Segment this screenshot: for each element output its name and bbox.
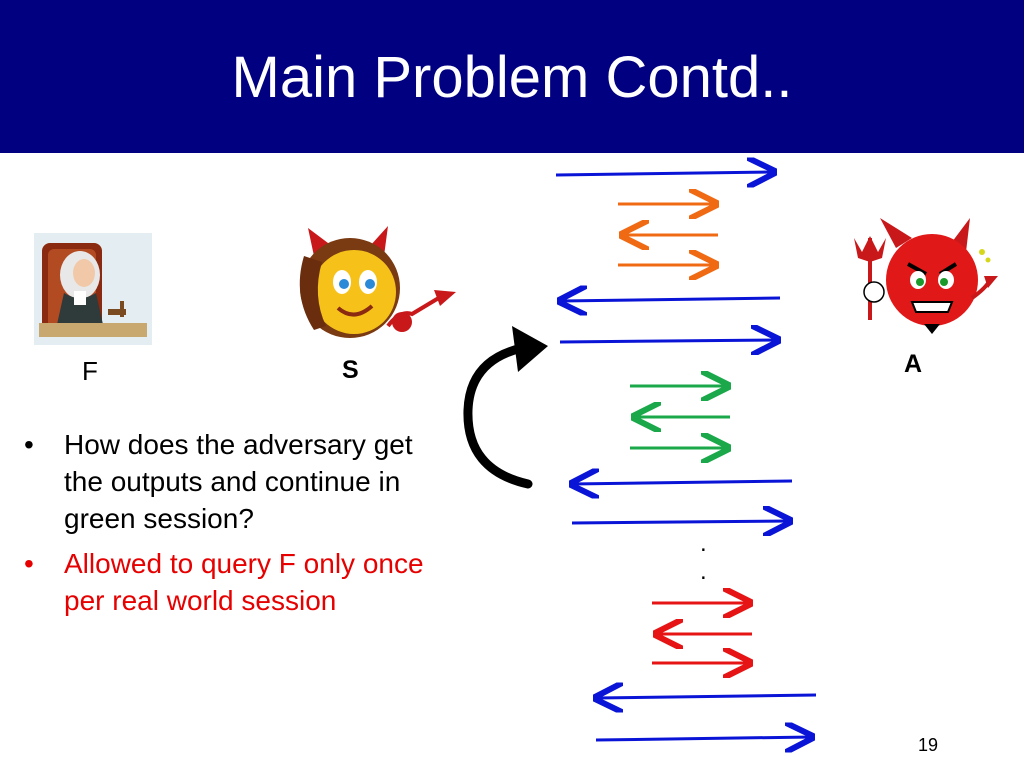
ellipsis-dot: . xyxy=(700,558,707,585)
bullet-dot: • xyxy=(24,548,34,579)
ellipsis-dot: . xyxy=(700,530,707,557)
adversary-devil-icon xyxy=(854,218,998,334)
bullet-item: • How does the adversary get the outputs… xyxy=(18,426,438,537)
bullet-text: Allowed to query F only once per real wo… xyxy=(64,548,424,616)
judge-icon xyxy=(34,233,152,345)
slide-title: Main Problem Contd.. xyxy=(231,45,793,110)
blue-arrow-6 xyxy=(596,695,817,698)
blue-arrow-3 xyxy=(559,340,778,342)
bullet-text: How does the adversary get the outputs a… xyxy=(64,429,413,534)
bullet-list: • How does the adversary get the outputs… xyxy=(18,426,438,627)
ellipsis: . . xyxy=(700,530,707,586)
bullet-dot: • xyxy=(24,429,34,460)
blue-arrow-4 xyxy=(572,481,793,484)
page-number: 19 xyxy=(917,735,938,755)
rewind-arrow-icon xyxy=(463,326,548,489)
label-a: A xyxy=(904,350,923,378)
label-s: S xyxy=(342,356,359,384)
simulator-devil-icon xyxy=(299,226,456,338)
blue-arrow-1 xyxy=(555,172,774,175)
blue-arrow-7 xyxy=(595,737,812,740)
blue-arrow-2 xyxy=(560,298,781,301)
bullet-item: • Allowed to query F only once per real … xyxy=(18,545,438,619)
title-bar xyxy=(0,0,1024,153)
blue-arrow-5 xyxy=(571,521,790,523)
label-f: F xyxy=(82,356,98,386)
